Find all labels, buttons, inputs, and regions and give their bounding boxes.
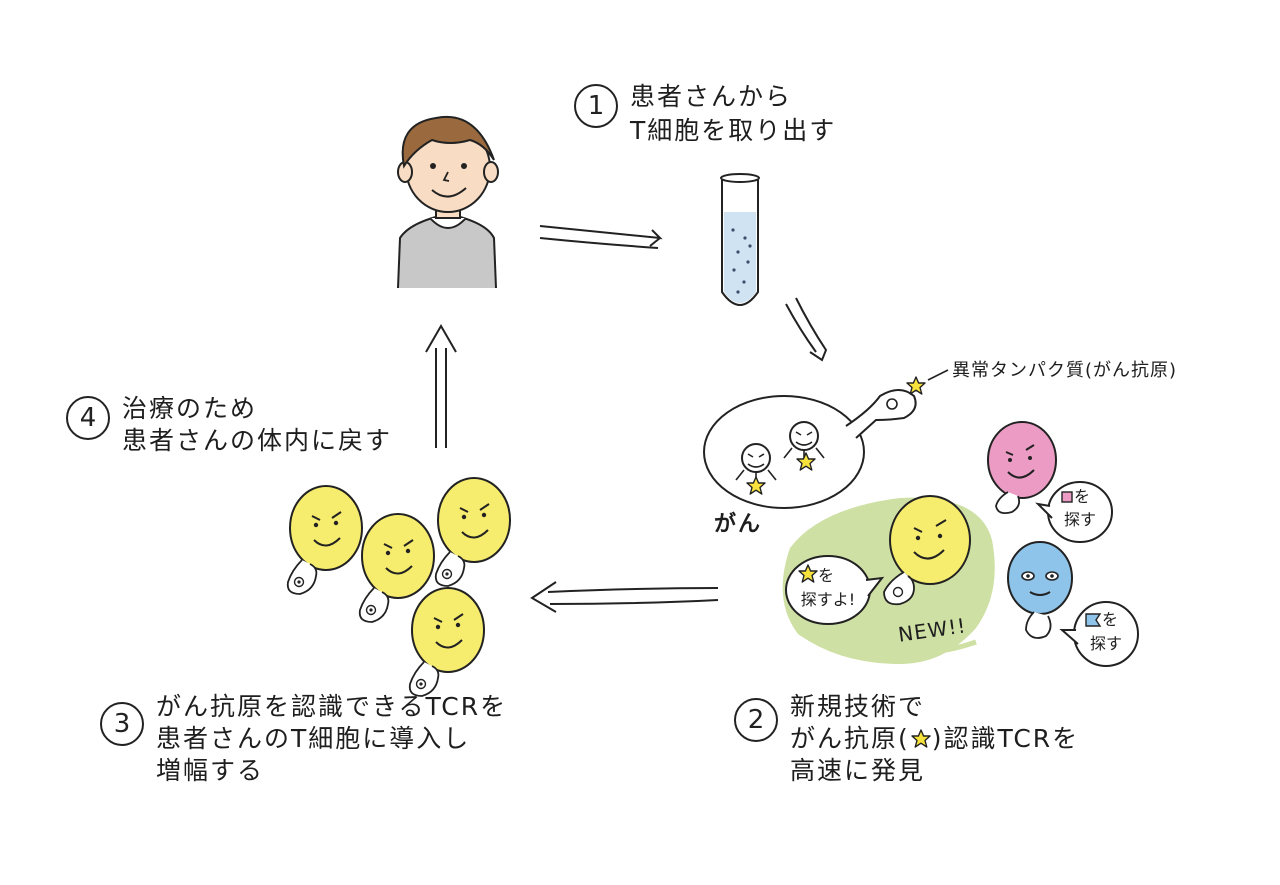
cancer-label: がん [714, 512, 763, 537]
yellow-bubble-line-1: を [818, 566, 835, 585]
star-icon [911, 729, 931, 748]
step-1-line-1: 患者さんから [630, 82, 793, 111]
blue-bubble-line-2: 探す [1089, 634, 1122, 653]
step-3-number: 3 [100, 702, 144, 746]
yellow-bubble-line-2: 探すよ! [800, 590, 856, 609]
pink-tcell [987, 421, 1057, 515]
patient-illustration [397, 115, 499, 289]
step-1-line-2: T細胞を取り出す [630, 116, 837, 145]
antigen-label: 異常タンパク質(がん抗原) [952, 360, 1178, 381]
expanded-tcell-cluster [286, 477, 511, 697]
cancer-cell-illustration [703, 395, 865, 509]
step-4-number: 4 [66, 396, 110, 440]
pink-bubble-line-1: を [1074, 487, 1091, 506]
step-2-line-2-a: がん抗原( [790, 724, 910, 753]
step-2-number: 2 [734, 698, 778, 742]
blue-tcell [1007, 541, 1073, 639]
step-1-number: 1 [574, 84, 618, 128]
step-2-line-2-b: )認識TCRを [931, 724, 1080, 753]
step-2-line-1: 新規技術で [790, 692, 926, 721]
step-2-line-3: 高速に発見 [790, 756, 926, 785]
step-3-line-2: 患者さんのT細胞に導入し [156, 724, 471, 753]
step-3-line-1: がん抗原を認識できるTCRを [156, 692, 508, 721]
step-2-line-2: がん抗原( )認識TCRを [790, 722, 1079, 755]
step-4-line-2: 患者さんの体内に戻す [122, 426, 393, 455]
blue-bubble-line-1: を [1102, 610, 1119, 629]
yellow-tcell-new [883, 495, 971, 606]
step-3-line-3: 増幅する [156, 756, 265, 785]
step-4-line-1: 治療のため [122, 394, 258, 423]
test-tube-icon [720, 173, 760, 306]
pink-bubble-line-2: 探す [1063, 510, 1096, 529]
